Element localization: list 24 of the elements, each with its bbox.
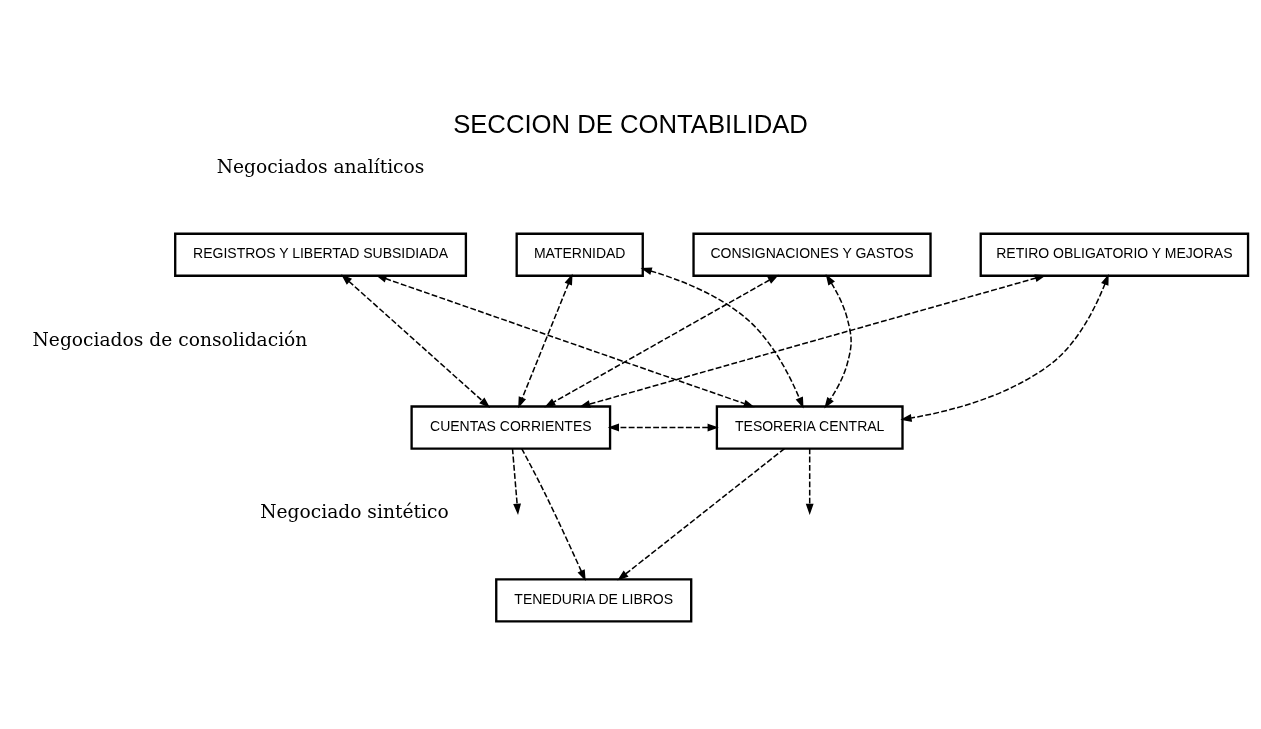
node-box: REGISTROS Y LIBERTAD SUBSIDIADA [174, 232, 468, 277]
label: Negociados analíticos [216, 155, 425, 177]
label: Negociado sintético [260, 501, 449, 523]
arrow [518, 273, 573, 409]
node-box: TESORERIA CENTRAL [715, 405, 904, 450]
diagram-title: SECCION DE CONTABILIDAD [453, 109, 808, 138]
node-box: CUENTAS CORRIENTES [410, 405, 612, 450]
arrow [511, 447, 521, 515]
arrow [900, 273, 1109, 422]
arrow [520, 447, 586, 582]
node-box: RETIRO OBLIGATORIO Y MEJORAS [979, 232, 1250, 277]
arrow [607, 423, 719, 432]
arrow [617, 447, 786, 581]
arrow [544, 274, 779, 408]
label: Negociados de consolidación [32, 328, 308, 350]
node-box: TENEDURIA DE LIBROS [495, 578, 693, 623]
node-box: CONSIGNACIONES Y GASTOS [692, 232, 932, 277]
arrow [341, 274, 491, 408]
arrow [375, 275, 755, 408]
arrow [824, 274, 852, 409]
arrow [805, 447, 814, 515]
arrow [579, 274, 1047, 408]
arrow [640, 267, 804, 409]
node-box: MATERNIDAD [515, 232, 644, 277]
